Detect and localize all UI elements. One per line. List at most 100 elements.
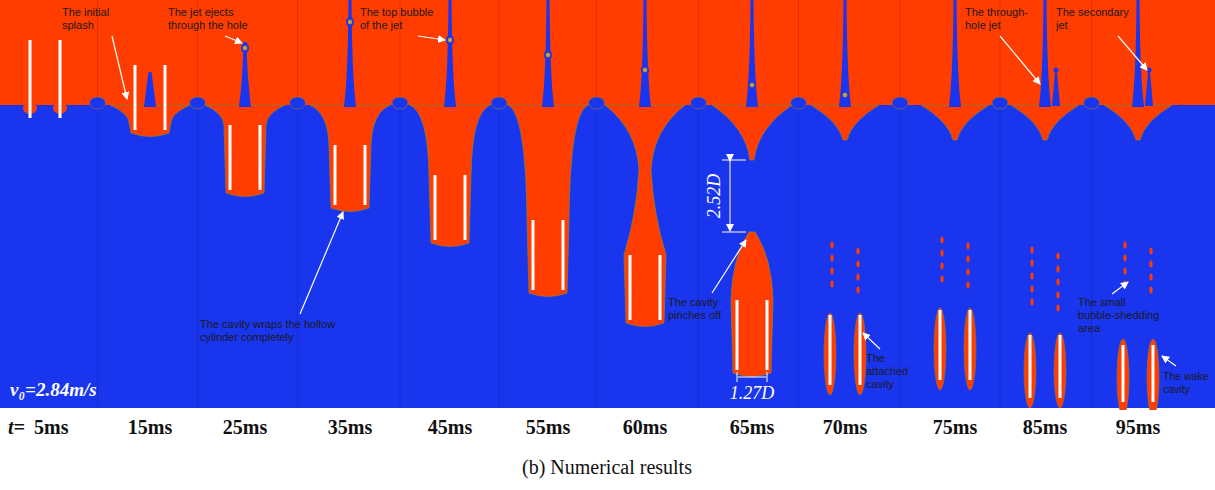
- frame-separator: [400, 0, 401, 408]
- cylinder-wall: [29, 40, 32, 118]
- surface-crest: [691, 97, 707, 109]
- frame-separator: [596, 0, 597, 408]
- leader-line: [225, 36, 242, 43]
- cylinder-wall: [766, 300, 769, 370]
- shed-bubble: [1030, 273, 1033, 280]
- time-label: 75ms: [933, 416, 977, 438]
- dimension-label: 1.27D: [730, 384, 775, 402]
- attached-cavity: [1117, 339, 1129, 410]
- surface-cavity: [1104, 105, 1172, 140]
- shed-bubble: [1123, 242, 1126, 249]
- air-region: [0, 0, 1215, 105]
- water-jet: [839, 0, 851, 107]
- cylinder-wall: [629, 255, 632, 320]
- cylinder-wall: [1152, 345, 1155, 402]
- cavity: [110, 105, 190, 137]
- time-label: 60ms: [623, 416, 667, 438]
- time-label: 85ms: [1023, 416, 1067, 438]
- leader-line: [1162, 356, 1176, 366]
- top-bubble: [750, 83, 754, 87]
- water-jet: [239, 42, 251, 107]
- shed-bubble: [966, 243, 969, 250]
- upper-cavity: [712, 105, 792, 160]
- cylinder-wall: [59, 40, 62, 118]
- annotation: The initial splash: [62, 6, 132, 32]
- dimension-tick: [737, 372, 738, 382]
- leader-line: [712, 240, 746, 293]
- time-label: 45ms: [428, 416, 472, 438]
- shed-bubble: [856, 261, 859, 268]
- frame-separator: [499, 0, 500, 408]
- leader-line: [300, 212, 343, 314]
- cylinder-wall: [939, 310, 942, 380]
- water-region: [0, 105, 1215, 408]
- secondary-jet-tip: [1147, 68, 1152, 73]
- water-jet: [746, 0, 758, 107]
- cavity: [410, 105, 490, 247]
- dimension-label: 2.52D: [705, 174, 723, 219]
- attached-cavity: [824, 313, 836, 395]
- shed-bubble: [940, 263, 943, 270]
- jet-bulb: [241, 43, 249, 53]
- time-label: 95ms: [1116, 416, 1160, 438]
- cylinder-wall: [259, 125, 262, 190]
- cylinder-wall: [562, 220, 565, 290]
- secondary-jet: [1145, 72, 1153, 106]
- time-label: 65ms: [730, 416, 774, 438]
- surface-crest: [892, 97, 908, 109]
- shed-bubble: [1056, 279, 1059, 286]
- surface-cavity: [1011, 105, 1079, 140]
- time-label: 55ms: [526, 416, 570, 438]
- top-bubble: [546, 53, 550, 57]
- jet-bulb: [446, 35, 454, 45]
- shed-bubble: [966, 256, 969, 263]
- water-jet: [949, 0, 961, 107]
- leader-line: [1000, 36, 1040, 84]
- necking-cavity: [605, 105, 685, 327]
- time-label: 5ms: [34, 416, 68, 438]
- shed-bubble: [830, 268, 833, 275]
- surface-cavity: [921, 105, 989, 140]
- secondary-jet-tip: [1054, 68, 1059, 73]
- leader-line: [863, 333, 880, 349]
- leader-line: [418, 36, 445, 40]
- annotation: The through-hole jet: [965, 6, 1035, 32]
- shed-bubble: [1056, 253, 1059, 260]
- jet-bulb: [748, 80, 756, 90]
- jet-bulb: [346, 17, 354, 27]
- cylinder-wall: [736, 300, 739, 370]
- cylinder-wall: [134, 65, 137, 130]
- shed-bubble: [1056, 292, 1059, 299]
- shed-bubble: [1123, 255, 1126, 262]
- surface-crest: [190, 97, 206, 109]
- cylinder-wall: [164, 65, 167, 130]
- attached-cavity: [854, 313, 866, 395]
- frame-separator: [798, 0, 799, 408]
- secondary-jet: [1052, 72, 1060, 106]
- dimension-tick: [722, 232, 746, 233]
- time-label: 25ms: [223, 416, 267, 438]
- jet-bulb: [544, 50, 552, 60]
- cylinder-wall: [532, 220, 535, 290]
- annotation: The attached cavity: [866, 352, 930, 391]
- surface-crest: [290, 97, 306, 109]
- cavity: [205, 105, 285, 197]
- jet-bulb: [841, 90, 849, 100]
- cylinder-wall: [829, 315, 832, 385]
- dimension-tick: [767, 372, 768, 382]
- frame-separator: [297, 0, 298, 408]
- time-label: t=: [8, 416, 25, 438]
- shed-bubble: [1149, 274, 1152, 281]
- leader-line: [1118, 36, 1147, 70]
- cavity: [508, 105, 588, 297]
- shed-bubble: [966, 282, 969, 289]
- water-jet: [1039, 0, 1051, 107]
- surface-crest: [992, 97, 1008, 109]
- leader-line: [1112, 282, 1128, 294]
- annotation: The cavity pinches off: [668, 296, 728, 322]
- surface-crest: [1084, 97, 1100, 109]
- shed-bubble: [1030, 286, 1033, 293]
- cylinder-wall: [859, 315, 862, 385]
- top-bubble: [843, 93, 847, 97]
- top-bubble: [643, 68, 647, 72]
